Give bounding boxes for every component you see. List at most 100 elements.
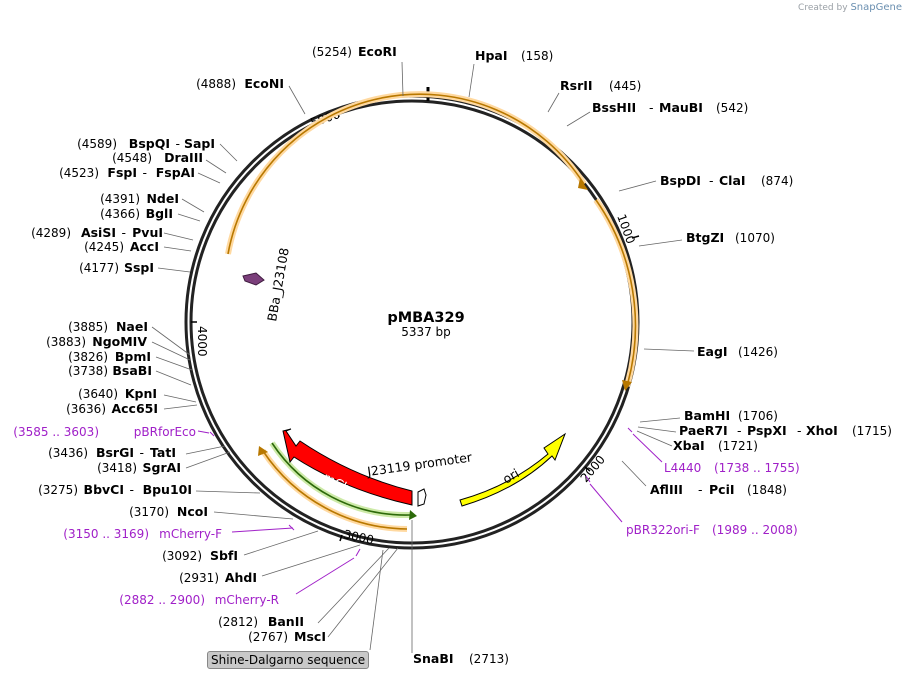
- mcherry-feature-arrow[interactable]: [282, 428, 413, 506]
- plasmid-length: 5337 bp: [401, 325, 451, 339]
- site-xhoi-name: XhoI: [806, 423, 838, 438]
- site-bspdi-name: BspDI: [660, 173, 701, 188]
- site-bsshii-sep: -: [649, 100, 654, 115]
- primer-pbrforeco-range: (3585 .. 3603): [13, 425, 99, 439]
- site-asisi-sep: -: [121, 225, 126, 240]
- site-draiii-pos: (4548): [112, 151, 152, 165]
- site-msci-pos: (2767): [248, 630, 288, 644]
- site-bsrgi-name: BsrGI: [96, 445, 134, 460]
- site-bspqi-sep: -: [175, 136, 180, 151]
- site-sgrai-name: SgrAI: [143, 460, 181, 475]
- snapgene-logo-text: SnapGene: [850, 2, 902, 13]
- site-ngomiv-pos: (3883): [46, 335, 86, 349]
- site-ngomiv-name: NgoMIV: [92, 334, 147, 349]
- site-kpni-name: KpnI: [125, 386, 157, 401]
- site-paer7i-name: PaeR7I: [679, 423, 728, 438]
- tick-label-3000: 3000: [342, 527, 375, 547]
- site-hpai-pos: (158): [521, 49, 553, 63]
- site-naei-pos: (3885): [68, 320, 108, 334]
- site-bpmi-name: BpmI: [115, 349, 151, 364]
- site-bbvci-name: BbvCI: [84, 482, 124, 497]
- snapgene-branding: Created by SnapGene: [798, 2, 902, 13]
- site-sapi-name: SapI: [184, 136, 215, 151]
- site-acci-name: AccI: [130, 239, 159, 254]
- site-paer7i-pos: (1715): [852, 424, 892, 438]
- orf-arc-top: [227, 93, 585, 255]
- site-bspdi-sep: -: [709, 173, 714, 188]
- primer-mcherry-f-range: (3150 .. 3169): [63, 527, 149, 541]
- site-bamhi-name: BamHI: [684, 408, 730, 423]
- primer-pbr322ori-f-name: pBR322ori-F: [626, 523, 700, 537]
- site-eagi-name: EagI: [697, 344, 728, 359]
- site-afliii-pos: (1848): [747, 483, 787, 497]
- site-ncoi-name: NcoI: [177, 504, 208, 519]
- site-acci-pos: (4245): [84, 240, 124, 254]
- site-bpu10i-name: Bpu10I: [143, 482, 192, 497]
- site-fspi-name: FspI: [107, 165, 137, 180]
- j23119-promoter-marker[interactable]: [417, 488, 427, 507]
- site-fspai-name: FspAI: [156, 165, 195, 180]
- primer-mcherry-f-name: mCherry-F: [159, 527, 222, 541]
- site-bgli-name: BglI: [146, 206, 173, 221]
- site-sbfi-name: SbfI: [210, 548, 238, 563]
- site-bbvci-pos: (3275): [38, 483, 78, 497]
- site-sspi-pos: (4177): [79, 261, 119, 275]
- primer-leader-lines: [197, 427, 663, 595]
- site-bgli-pos: (4366): [100, 207, 140, 221]
- site-ecori-name: EcoRI: [358, 44, 397, 59]
- site-clai-name: ClaI: [719, 173, 746, 188]
- site-pvui-name: PvuI: [132, 225, 163, 240]
- site-hpai-name: HpaI: [475, 48, 508, 63]
- primer-l4440-name: L4440: [664, 461, 701, 475]
- site-naei-name: NaeI: [116, 319, 148, 334]
- site-sspi-name: SspI: [124, 260, 154, 275]
- site-ecori-pos: (5254): [312, 45, 352, 59]
- site-bsshii-name: BssHII: [592, 100, 636, 115]
- site-snabi-name: SnaBI: [413, 651, 454, 666]
- primer-pbr322ori-f-range: (1989 .. 2008): [712, 523, 798, 537]
- site-tati-name: TatI: [150, 445, 176, 460]
- orf-arc-right: [595, 199, 637, 387]
- orf-arc-top-halo: [225, 91, 587, 255]
- bba-j23108-label: BBa_J23108: [264, 246, 292, 322]
- tick-mark-3000: [339, 534, 343, 542]
- site-draiii-name: DraIII: [164, 150, 203, 165]
- site-afliii-name: AflIII: [650, 482, 683, 497]
- orf-arcs: [225, 91, 639, 532]
- site-eagi-pos: (1426): [738, 345, 778, 359]
- orf-arc-top-arrowhead: [578, 178, 588, 190]
- site-acc65i-name: Acc65I: [111, 401, 158, 416]
- site-ndei-pos: (4391): [100, 192, 140, 206]
- site-btgzi-name: BtgZI: [686, 230, 724, 245]
- site-ncoi-pos: (3170): [129, 505, 169, 519]
- site-pspxi-name: PspXI: [747, 423, 787, 438]
- green-arc-arrowhead: [409, 510, 417, 520]
- green-arc: [271, 442, 411, 516]
- site-banii-name: BanII: [268, 614, 304, 629]
- site-rsrii-pos: (445): [609, 79, 641, 93]
- site-econi-pos: (4888): [196, 77, 236, 91]
- site-xbai-pos: (1721): [718, 439, 758, 453]
- site-bsabi-name: BsaBI: [112, 363, 152, 378]
- site-econi-name: EcoNI: [244, 76, 284, 91]
- site-bpmi-pos: (3826): [68, 350, 108, 364]
- site-bamhi-pos: (1706): [738, 409, 778, 423]
- site-bsrgi-sep: -: [139, 445, 144, 460]
- site-sbfi-pos: (3092): [162, 549, 202, 563]
- ori-feature-arrow[interactable]: [459, 432, 567, 507]
- site-rsrii-name: RsrII: [560, 78, 593, 93]
- shine-dalgarno-label[interactable]: Shine-Dalgarno sequence: [207, 651, 370, 669]
- orf-arc-bottom-arrowhead: [258, 446, 268, 456]
- site-ndei-name: NdeI: [146, 191, 179, 206]
- site-acc65i-pos: (3636): [66, 402, 106, 416]
- site-ahdi-name: AhdI: [225, 570, 257, 585]
- site-bspqi-pos: (4589): [77, 137, 117, 151]
- bba-j23108-marker[interactable]: [242, 272, 265, 286]
- primer-labels: L4440 (1738 .. 1755) pBR322ori-F (1989 .…: [13, 425, 799, 607]
- site-paer7i-sep2: -: [797, 423, 802, 438]
- site-snabi-pos: (2713): [469, 652, 509, 666]
- tick-mark-1000: [631, 235, 640, 239]
- primer-pbrforeco-name: pBRforEco: [134, 425, 196, 439]
- site-afliii-sep: -: [698, 482, 703, 497]
- j23119-promoter-label: J23119 promoter: [365, 449, 473, 479]
